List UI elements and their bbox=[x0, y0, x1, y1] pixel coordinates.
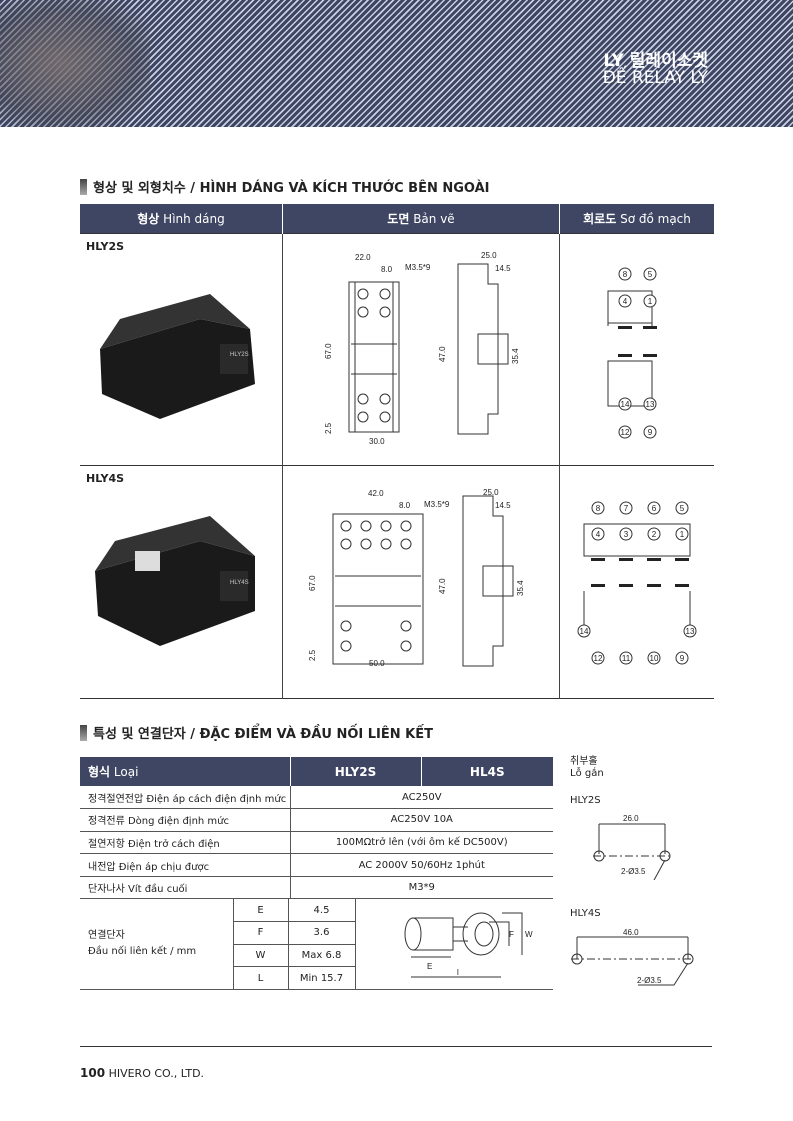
svg-text:12: 12 bbox=[594, 654, 603, 663]
socket-photo-hly4s: HLY4S bbox=[95, 515, 255, 646]
svg-text:46.0: 46.0 bbox=[623, 928, 639, 937]
pin: 8 bbox=[618, 267, 632, 280]
svg-text:9: 9 bbox=[648, 428, 653, 437]
svg-text:25.0: 25.0 bbox=[483, 488, 499, 497]
svg-text:7: 7 bbox=[624, 504, 629, 513]
svg-text:67.0: 67.0 bbox=[308, 574, 317, 590]
company-name: HIVERO CO., LTD. bbox=[108, 1067, 205, 1080]
svg-text:E: E bbox=[427, 962, 432, 971]
col-hl4s: HL4S bbox=[420, 757, 553, 786]
svg-text:4: 4 bbox=[596, 530, 601, 539]
svg-text:50.0: 50.0 bbox=[369, 659, 385, 668]
mounting-model: HLY2S bbox=[570, 795, 601, 806]
model-name: HLY2S bbox=[86, 239, 125, 253]
mounting-hole-hly2s: 26.0 2-Ø3.5 bbox=[593, 814, 671, 880]
svg-text:10: 10 bbox=[650, 654, 659, 663]
svg-text:l: l bbox=[457, 968, 459, 977]
svg-text:1: 1 bbox=[680, 530, 685, 539]
svg-text:47.0: 47.0 bbox=[438, 345, 447, 361]
svg-text:1: 1 bbox=[648, 297, 653, 306]
svg-text:30.0: 30.0 bbox=[369, 437, 385, 446]
spec-table: 형식 Loại HLY2S HL4S 정격절연전압 Điện áp cách đ… bbox=[80, 757, 553, 900]
svg-text:HLY4S: HLY4S bbox=[230, 580, 249, 586]
footer-divider bbox=[80, 1046, 712, 1047]
relay-photo-banner bbox=[0, 0, 150, 127]
svg-text:26.0: 26.0 bbox=[623, 814, 639, 823]
col-shape: 형상 Hình dáng bbox=[80, 204, 283, 233]
footer: 100 HIVERO CO., LTD. bbox=[80, 1066, 204, 1080]
svg-text:14: 14 bbox=[580, 627, 589, 636]
svg-text:2-Ø3.5: 2-Ø3.5 bbox=[621, 867, 646, 876]
col-hly2s: HLY2S bbox=[289, 757, 421, 786]
table-row: HLY4S HLY4S 42.0 8.0 M3.5*9 25.0 14.5 67… bbox=[80, 464, 714, 698]
svg-text:HLY2S: HLY2S bbox=[230, 352, 249, 358]
header-title-ko: LY 릴레이소켓 bbox=[603, 51, 708, 71]
svg-text:11: 11 bbox=[622, 654, 631, 663]
model-name: HLY4S bbox=[86, 471, 125, 485]
svg-text:3: 3 bbox=[624, 530, 629, 539]
svg-text:8.0: 8.0 bbox=[381, 265, 393, 274]
svg-text:35.4: 35.4 bbox=[511, 347, 520, 363]
svg-text:M3.5*9: M3.5*9 bbox=[405, 263, 431, 272]
svg-text:2.5: 2.5 bbox=[308, 649, 317, 661]
svg-text:13: 13 bbox=[646, 400, 655, 409]
svg-text:8: 8 bbox=[623, 270, 628, 279]
socket-photo-hly2s: HLY2S bbox=[100, 293, 255, 419]
svg-text:5: 5 bbox=[648, 270, 653, 279]
svg-text:42.0: 42.0 bbox=[368, 489, 384, 498]
col-circuit: 회로도 Sơ đồ mạch bbox=[559, 204, 714, 233]
svg-text:6: 6 bbox=[652, 504, 657, 513]
svg-text:M3.5*9: M3.5*9 bbox=[424, 500, 450, 509]
svg-text:2.5: 2.5 bbox=[324, 422, 333, 434]
svg-text:67.0: 67.0 bbox=[324, 342, 333, 358]
svg-text:12: 12 bbox=[621, 428, 630, 437]
page-number: 100 bbox=[80, 1066, 106, 1080]
svg-text:25.0: 25.0 bbox=[481, 251, 497, 260]
svg-text:13: 13 bbox=[686, 627, 695, 636]
svg-text:W: W bbox=[525, 930, 533, 939]
svg-text:22.0: 22.0 bbox=[355, 253, 371, 262]
svg-text:14.5: 14.5 bbox=[495, 264, 511, 273]
section1-title: 형상 및 외형치수 / HÌNH DÁNG VÀ KÍCH THƯỚC BÊN … bbox=[80, 177, 490, 196]
col-type: 형식 Loại bbox=[80, 757, 290, 786]
svg-text:4: 4 bbox=[623, 297, 628, 306]
circuit-hly4s: 8 7 6 5 4 3 2 1 14 13 12 11 10 9 bbox=[577, 501, 697, 664]
svg-text:14.5: 14.5 bbox=[495, 501, 511, 510]
drawing-hly4s: 42.0 8.0 M3.5*9 25.0 14.5 67.0 47.0 35.4… bbox=[308, 488, 525, 668]
drawing-hly2s: 22.0 8.0 M3.5*9 25.0 14.5 67.0 47.0 35.4… bbox=[324, 251, 520, 446]
section2-title: 특성 및 연결단자 / ĐẶC ĐIỂM VÀ ĐẦU NỐI LIÊN KẾT bbox=[80, 723, 433, 742]
mounting-hole-hly4s: 46.0 2-Ø3.5 bbox=[571, 928, 694, 986]
ring-terminal-figure: E F Wl bbox=[404, 912, 533, 978]
svg-text:35.4: 35.4 bbox=[516, 579, 525, 595]
svg-text:8: 8 bbox=[596, 504, 601, 513]
svg-text:9: 9 bbox=[680, 654, 685, 663]
svg-text:47.0: 47.0 bbox=[438, 577, 447, 593]
svg-text:F: F bbox=[509, 930, 514, 939]
svg-text:5: 5 bbox=[680, 504, 685, 513]
mounting-model: HLY4S bbox=[570, 908, 601, 919]
dimensions-table: 형상 Hình dáng 도면 Bản vẽ 회로도 Sơ đồ mạch HL… bbox=[80, 204, 714, 699]
col-drawing: 도면 Bản vẽ bbox=[282, 204, 560, 233]
svg-text:2: 2 bbox=[652, 530, 657, 539]
table-row: HLY2S HLY2S 22.0 8.0 M3.5*9 25.0 14.5 67… bbox=[80, 232, 714, 465]
svg-text:2-Ø3.5: 2-Ø3.5 bbox=[637, 976, 662, 985]
svg-text:8.0: 8.0 bbox=[399, 501, 411, 510]
circuit-hly2s: 8 5 4 1 14 13 12 9 bbox=[607, 267, 657, 438]
header-title-vi: ĐẾ RELAY LY bbox=[602, 68, 708, 88]
svg-text:14: 14 bbox=[621, 400, 630, 409]
